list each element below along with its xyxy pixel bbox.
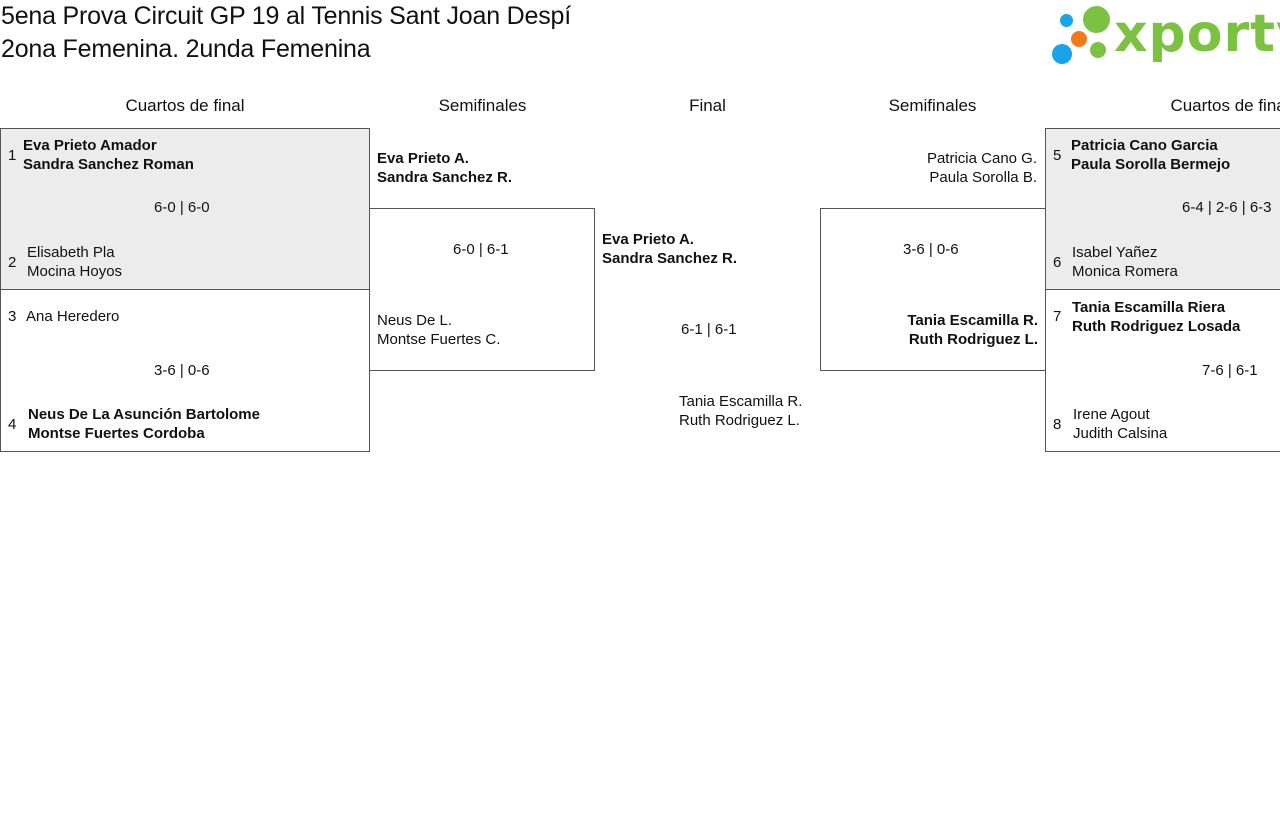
match-left-semifinal[interactable]: 6-0 | 6-1 Neus De L. Montse Fuertes C. bbox=[369, 208, 595, 371]
player-name: Ruth Rodriguez Losada bbox=[1072, 318, 1241, 335]
logo-wordmark: xporty bbox=[1114, 4, 1280, 64]
match-left-qf-2[interactable]: 3 Ana Heredero 3-6 | 0-6 4 Neus De La As… bbox=[0, 289, 370, 452]
player-name: Eva Prieto A. bbox=[377, 150, 469, 167]
player-name: Neus De L. bbox=[377, 312, 453, 329]
player-name: Monica Romera bbox=[1072, 263, 1178, 280]
player-name: Paula Sorolla Bermejo bbox=[1071, 156, 1231, 173]
match-right-qf-1[interactable]: 5 Patricia Cano Garcia Paula Sorolla Ber… bbox=[1045, 128, 1280, 290]
player-name: Sandra Sanchez Roman bbox=[23, 156, 194, 173]
logo-dot-orange-icon bbox=[1071, 31, 1087, 47]
finalist-name: Eva Prieto A. bbox=[602, 231, 694, 248]
player-name: Tania Escamilla Riera bbox=[1072, 299, 1226, 316]
match-right-semifinal[interactable]: 3-6 | 0-6 Tania Escamilla R. Ruth Rodrig… bbox=[820, 208, 1046, 371]
match-score: 6-4 | 2-6 | 6-3 bbox=[1182, 199, 1272, 216]
seed-number: 1 bbox=[8, 147, 17, 164]
seed-number: 5 bbox=[1053, 147, 1062, 164]
seed-number: 8 bbox=[1053, 416, 1062, 433]
player-name: Sandra Sanchez R. bbox=[377, 169, 513, 186]
round-heading-left-quarterfinals: Cuartos de final bbox=[125, 96, 245, 115]
logo-dot-blue2-icon bbox=[1052, 44, 1072, 64]
player-name: Patricia Cano Garcia bbox=[1071, 137, 1218, 154]
seed-number: 4 bbox=[8, 416, 17, 433]
finalist-name: Tania Escamilla R. bbox=[679, 393, 803, 410]
match-right-qf-2[interactable]: 7 Tania Escamilla Riera Ruth Rodriguez L… bbox=[1045, 289, 1280, 452]
player-name: Elisabeth Pla bbox=[27, 244, 115, 261]
round-heading-right-semifinals: Semifinales bbox=[888, 96, 977, 115]
logo-dot-green2-icon bbox=[1090, 42, 1106, 58]
player-name: Paula Sorolla B. bbox=[929, 169, 1037, 186]
player-name: Mocina Hoyos bbox=[27, 263, 123, 280]
tournament-title: 5ena Prova Circuit GP 19 al Tennis Sant … bbox=[1, 2, 571, 30]
seed-number: 3 bbox=[8, 308, 17, 325]
match-score: 6-0 | 6-0 bbox=[154, 199, 210, 216]
finalist-name: Ruth Rodriguez L. bbox=[679, 412, 800, 429]
match-score: 3-6 | 0-6 bbox=[903, 241, 959, 258]
round-heading-left-semifinals: Semifinales bbox=[438, 96, 527, 115]
xporty-logo[interactable]: xporty bbox=[1050, 4, 1280, 68]
draw-subtitle: 2ona Femenina. 2unda Femenina bbox=[1, 35, 371, 63]
player-name: Judith Calsina bbox=[1073, 425, 1168, 442]
finalist-name: Sandra Sanchez R. bbox=[602, 250, 738, 267]
player-name: Montse Fuertes Cordoba bbox=[28, 425, 205, 442]
player-name: Eva Prieto Amador bbox=[23, 137, 157, 154]
seed-number: 2 bbox=[8, 254, 17, 271]
match-left-qf-1[interactable]: 1 Eva Prieto Amador Sandra Sanchez Roman… bbox=[0, 128, 370, 290]
logo-dot-green-icon bbox=[1083, 6, 1110, 33]
round-heading-final: Final bbox=[689, 96, 726, 115]
player-name: Patricia Cano G. bbox=[926, 150, 1037, 167]
player-name: Isabel Yañez bbox=[1072, 244, 1158, 261]
round-heading-right-quarterfinals: Cuartos de final bbox=[1170, 96, 1280, 115]
player-name: Montse Fuertes C. bbox=[377, 331, 501, 348]
player-name: Ruth Rodriguez L. bbox=[908, 331, 1038, 348]
player-name: Neus De La Asunción Bartolome bbox=[28, 406, 260, 423]
final-score: 6-1 | 6-1 bbox=[681, 321, 737, 338]
seed-number: 7 bbox=[1053, 308, 1062, 325]
match-score: 6-0 | 6-1 bbox=[453, 241, 509, 258]
player-name: Tania Escamilla R. bbox=[907, 312, 1038, 329]
match-score: 3-6 | 0-6 bbox=[154, 362, 210, 379]
seed-number: 6 bbox=[1053, 254, 1062, 271]
logo-dot-blue-icon bbox=[1060, 14, 1073, 27]
player-name: Ana Heredero bbox=[26, 308, 120, 325]
player-name: Irene Agout bbox=[1073, 406, 1150, 423]
match-score: 7-6 | 6-1 bbox=[1202, 362, 1258, 379]
